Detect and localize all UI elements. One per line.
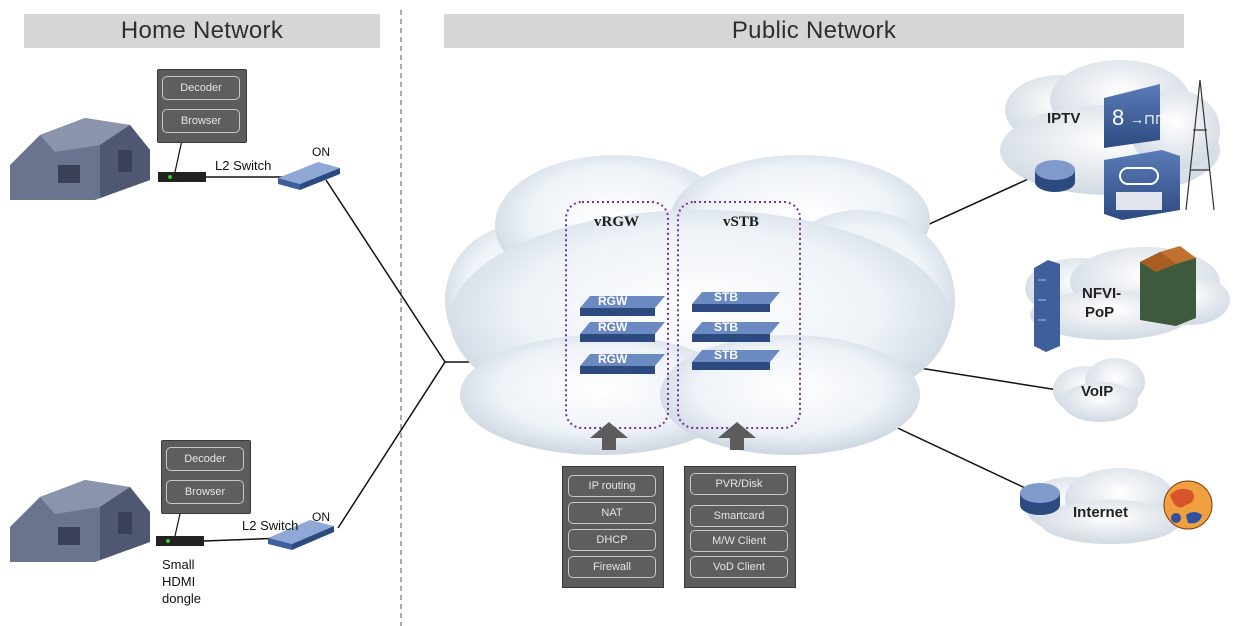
vrgw-function-nat: NAT: [568, 502, 656, 524]
vrgw-function-dhcp: DHCP: [568, 529, 656, 551]
dongle-1: [158, 172, 206, 182]
iptv-server-icon: [1104, 150, 1180, 220]
vstb-up-arrow: [718, 422, 756, 450]
link-switch1-cloud: [325, 179, 446, 363]
home2-decoder-item: Decoder: [166, 447, 244, 471]
stb-unit-3: STB: [714, 348, 738, 362]
public-network-header: Public Network: [444, 14, 1184, 48]
home1-decoder-item: Decoder: [162, 76, 240, 100]
rgw-unit-1: RGW: [598, 294, 628, 308]
dongle-2: [156, 536, 204, 546]
home1-on-label: ON: [312, 145, 330, 159]
stb-stack: [692, 292, 780, 370]
vrgw-function-ip-routing: IP routing: [568, 475, 656, 497]
vrgw-container: [565, 201, 669, 429]
home-network-header: Home Network: [24, 14, 380, 48]
svg-text:8: 8: [1112, 105, 1124, 130]
vrgw-function-firewall: Firewall: [568, 556, 656, 578]
home2-switch-label: L2 Switch: [242, 518, 299, 533]
nfvi-label-line-1: NFVI-: [1082, 285, 1122, 302]
tower-icon: [1185, 79, 1215, 211]
stb-unit-1: STB: [714, 290, 738, 304]
rgw-stack: [580, 296, 665, 374]
dongle-label-line-3: dongle: [162, 591, 202, 606]
vstb-function-mw-client: M/W Client: [690, 530, 788, 552]
globe-icon: [1163, 480, 1213, 530]
nfvi-rack-icon: [1034, 260, 1060, 352]
link-switch2-cloud: [337, 361, 446, 529]
vstb-title: vSTB: [723, 214, 759, 230]
internet-label: Internet: [1073, 504, 1129, 521]
vstb-function-vod-client: VoD Client: [690, 556, 788, 578]
l2-switch-1-icon: [278, 162, 340, 190]
l2-switch-2-icon: [268, 520, 334, 550]
iptv-encoder-icon: 8 →⊓⊓: [1104, 84, 1166, 148]
datacenter-building-icon: [1140, 246, 1196, 326]
home1-switch-label: L2 Switch: [215, 158, 272, 173]
dongle-label-line-2: HDMI: [162, 574, 196, 589]
svg-text:→⊓⊓: →⊓⊓: [1130, 111, 1166, 127]
nfvi-label-line-2: PoP: [1085, 304, 1115, 321]
nfvi-label: NFVI- PoP: [1082, 284, 1121, 322]
dongle-label: Small HDMI dongle: [162, 556, 201, 607]
rgw-unit-2: RGW: [598, 320, 628, 334]
rgw-unit-3: RGW: [598, 352, 628, 366]
home2-on-label: ON: [312, 510, 330, 524]
voip-cloud: [1053, 358, 1145, 422]
vrgw-title: vRGW: [594, 214, 639, 230]
vstb-function-pvr: PVR/Disk: [690, 473, 788, 495]
iptv-label: IPTV: [1047, 110, 1081, 127]
dongle-label-line-1: Small: [162, 557, 195, 572]
stb-unit-2: STB: [714, 320, 738, 334]
home1-browser-item: Browser: [162, 109, 240, 133]
home2-browser-item: Browser: [166, 480, 244, 504]
vstb-function-smartcard: Smartcard: [690, 505, 788, 527]
house-1-icon: [10, 118, 150, 200]
house-2-icon: [10, 480, 150, 562]
iptv-router-icon: [1035, 160, 1075, 192]
voip-label: VoIP: [1081, 383, 1114, 400]
vrgw-up-arrow: [590, 422, 628, 450]
internet-router-icon: [1020, 483, 1060, 515]
vstb-container: [677, 201, 801, 429]
